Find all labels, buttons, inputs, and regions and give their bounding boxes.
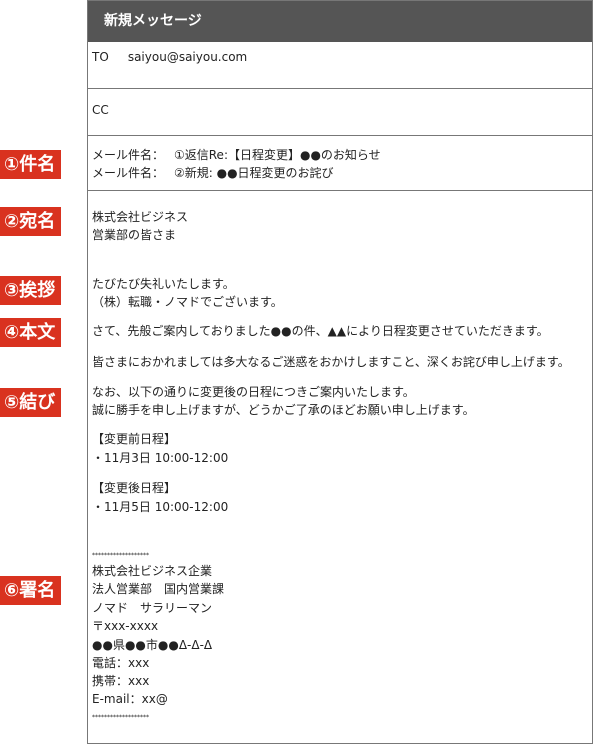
subject-value: ①返信Re:【日程変更】●●のお知らせ (174, 148, 381, 162)
badge-body: ④本文 (0, 318, 62, 347)
body-line: さて、先般ご案内しておりました●●の件、▲▲により日程変更させていただきます。 (92, 324, 549, 338)
closing-line: なお、以下の通りに変更後の日程につきご案内いたします。 (92, 385, 415, 399)
addressee-line: 株式会社ビジネス (92, 210, 189, 224)
badge-closing: ⑤結び (0, 388, 62, 417)
body-line: 皆さまにおかれましては多大なるご迷惑をおかけしますこと、深くお詫び申し上げます。 (92, 355, 570, 369)
subject-key: メール件名： (92, 148, 165, 162)
message-window: 新規メッセージ TO saiyou@saiyou.com CC メール件名： ①返… (87, 0, 593, 744)
to-field[interactable]: TO saiyou@saiyou.com (88, 42, 592, 89)
signature-line: 株式会社ビジネス企業 (92, 564, 213, 578)
badge-signature: ⑥署名 (0, 576, 62, 605)
schedule-after-date: ・11月5日 10:00-12:00 (92, 500, 229, 514)
subject-line-reply: メール件名： ①返信Re:【日程変更】●●のお知らせ (92, 146, 592, 164)
subject-key: メール件名： (92, 166, 165, 180)
addressee-line: 営業部の皆さま (92, 228, 177, 242)
signature-divider-top: ******************* (92, 552, 149, 559)
subject-field[interactable]: メール件名： ①返信Re:【日程変更】●●のお知らせ メール件名： ②新規: ●●日… (88, 136, 592, 191)
cc-field[interactable]: CC (88, 89, 592, 136)
signature-line: 携帯：xxx (92, 674, 150, 688)
badge-greeting: ③挨拶 (0, 276, 62, 305)
signature-line: E-mail：xx@ (92, 692, 168, 706)
schedule-before-date: ・11月3日 10:00-12:00 (92, 451, 229, 465)
closing-line: 誠に勝手を申し上げますが、どうかご了承のほどお願い申し上げます。 (92, 403, 475, 417)
to-address[interactable]: saiyou@saiyou.com (127, 50, 248, 64)
to-label: TO (92, 50, 109, 64)
signature-line: 〒xxx-xxxx (92, 619, 159, 633)
subject-line-new: メール件名： ②新規: ●●日程変更のお詫び (92, 164, 592, 182)
schedule-after-heading: 【変更後日程】 (92, 481, 177, 495)
signature-line: ノマド サラリーマン (92, 601, 213, 615)
badge-addressee: ②宛名 (0, 207, 62, 236)
signature-line: ●●県●●市●●Δ-Δ-Δ (92, 638, 213, 652)
subject-value: ②新規: ●●日程変更のお詫び (174, 166, 334, 180)
schedule-before-heading: 【変更前日程】 (92, 432, 177, 446)
window-title: 新規メッセージ (88, 1, 592, 42)
signature-line: 電話：xxx (92, 656, 150, 670)
signature-line: 法人営業部 国内営業課 (92, 582, 225, 596)
badge-subject: ①件名 (0, 150, 62, 179)
signature-divider-bottom: ******************* (92, 714, 149, 721)
greeting-line: たびたび失礼いたします。 (92, 277, 235, 291)
greeting-line: （株）転職・ノマドでございます。 (92, 295, 283, 309)
cc-label: CC (92, 103, 109, 117)
